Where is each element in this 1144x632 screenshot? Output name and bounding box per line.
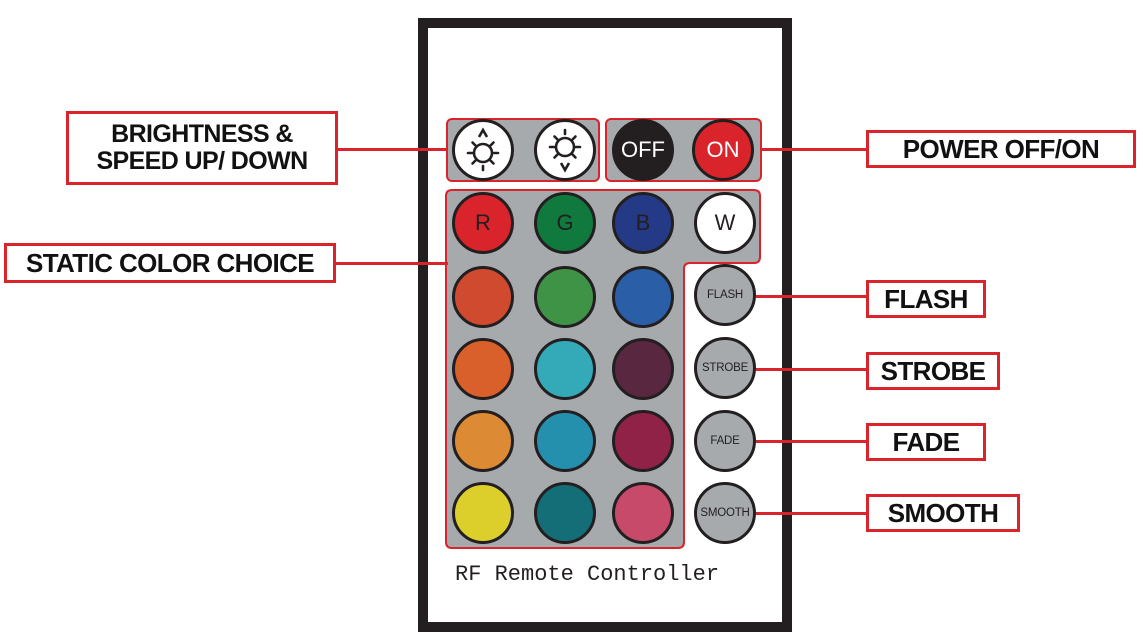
color-button[interactable]: [534, 266, 596, 328]
brightness-connector: [336, 148, 448, 151]
smooth-callout: SMOOTH: [866, 494, 1020, 532]
brightness-down-icon: [548, 128, 582, 173]
brightness-callout-line2: SPEED UP/ DOWN: [96, 147, 308, 175]
color-button[interactable]: [612, 410, 674, 472]
brightness-callout: BRIGHTNESS & SPEED UP/ DOWN: [66, 111, 338, 185]
brightness-up-icon: [466, 127, 500, 172]
blue-button[interactable]: B: [612, 192, 674, 254]
strobe-button[interactable]: STROBE: [694, 337, 756, 399]
brightness-callout-line1: BRIGHTNESS &: [111, 120, 293, 148]
flash-button[interactable]: FLASH: [694, 264, 756, 326]
blue-button-label: B: [635, 210, 651, 235]
power-callout: POWER OFF/ON: [866, 130, 1136, 168]
strobe-connector: [756, 368, 866, 371]
smooth-button[interactable]: SMOOTH: [694, 482, 756, 544]
fade-button[interactable]: FADE: [694, 410, 756, 472]
red-button[interactable]: R: [452, 192, 514, 254]
color-button[interactable]: [452, 410, 514, 472]
smooth-connector: [756, 512, 866, 515]
brightness-up-button[interactable]: [452, 119, 514, 181]
color-button[interactable]: [612, 266, 674, 328]
strobe-button-label: STROBE: [701, 362, 749, 374]
off-button-label: OFF: [621, 137, 665, 162]
fade-callout: FADE: [866, 423, 986, 461]
static-color-connector: [334, 262, 448, 265]
static-color-callout: STATIC COLOR CHOICE: [4, 243, 336, 283]
on-button-label: ON: [706, 137, 740, 162]
on-button[interactable]: ON: [692, 119, 754, 181]
red-button-label: R: [475, 210, 491, 235]
color-button[interactable]: [452, 338, 514, 400]
white-button-label: W: [714, 210, 736, 235]
green-button[interactable]: G: [534, 192, 596, 254]
color-button[interactable]: [612, 338, 674, 400]
fade-connector: [756, 440, 866, 443]
color-button[interactable]: [452, 482, 514, 544]
color-button[interactable]: [534, 410, 596, 472]
flash-callout: FLASH: [866, 280, 986, 318]
green-button-label: G: [556, 210, 574, 235]
color-button[interactable]: [612, 482, 674, 544]
power-connector: [760, 148, 868, 151]
strobe-callout: STROBE: [866, 352, 1000, 390]
flash-connector: [756, 295, 866, 298]
off-button[interactable]: OFF: [612, 119, 674, 181]
white-button[interactable]: W: [694, 192, 756, 254]
color-button[interactable]: [534, 338, 596, 400]
smooth-button-label: SMOOTH: [700, 507, 750, 519]
fade-button-label: FADE: [710, 435, 740, 447]
color-button[interactable]: [534, 482, 596, 544]
remote-caption: RF Remote Controller: [455, 562, 720, 587]
flash-button-label: FLASH: [706, 289, 744, 301]
brightness-down-button[interactable]: [534, 119, 596, 181]
color-button[interactable]: [452, 266, 514, 328]
